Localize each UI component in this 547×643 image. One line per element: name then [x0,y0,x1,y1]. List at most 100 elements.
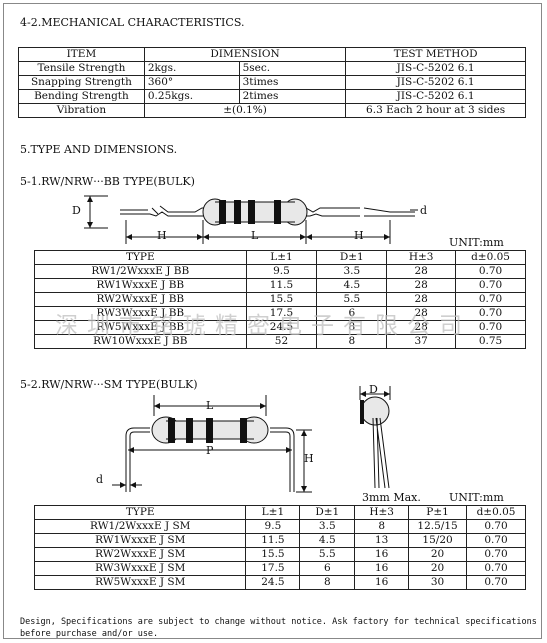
value-cell: 3.5 [316,264,388,279]
bb-unit-label: UNIT:mm [449,236,504,249]
item-cell: Snapping Strength [18,75,145,90]
value-cell: 4.5 [299,533,356,548]
value-cell: 0.70 [466,561,526,576]
value-cell: 16 [354,561,410,576]
value-cell: 15.5 [245,547,301,562]
value-cell: 12.5/15 [408,519,468,534]
method-cell: 6.3 Each 2 hour at 3 sides [345,103,526,118]
type-cell: RW5WxxxE J BB [34,320,247,335]
value-cell: 15/20 [408,533,468,548]
type-cell: RW10WxxxE J BB [34,334,247,349]
dimension-cell: ±(0.1%) [143,103,347,118]
value-cell: 11.5 [245,278,318,293]
method-cell: JIS-C-5202 6.1 [345,89,526,104]
sm-gap-label: 3mm Max. [362,491,421,504]
value-cell: 11.5 [245,533,301,548]
value-cell: 30 [408,575,468,590]
header-lead-height: H±3 [354,505,410,520]
dimension-cell: 2kgs. [143,61,240,76]
sm-label-body-length: L [206,399,214,412]
table-header-row: TYPE L±1 D±1 H±3 P±1 d±0.05 [33,505,526,520]
value-cell: 15.5 [245,292,318,307]
type-cell: RW1/2WxxxE J BB [34,264,247,279]
header-pitch: P±1 [408,505,468,520]
value-cell: 0.70 [466,547,526,562]
value-cell: 20 [408,561,468,576]
header-dimension: DIMENSION [143,47,347,62]
section-4-2-heading: 4-2.MECHANICAL CHARACTERISTICS. [20,16,245,29]
value-cell: 16 [354,547,410,562]
sm-side-view-drawing [359,386,391,489]
value-cell: 8 [299,575,356,590]
table-header-row: TYPE L±1 D±1 H±3 d±0.05 [34,250,526,265]
footer-note-line-1: Design, Specifications are subject to ch… [20,617,537,627]
value-cell: 9.5 [245,519,301,534]
header-item: ITEM [18,47,145,62]
item-cell: Bending Strength [18,89,145,104]
header-lead-diameter: d±0.05 [455,250,526,265]
header-length: L±1 [245,250,318,265]
value-cell: 3.5 [299,519,356,534]
page-frame [3,3,542,639]
value-cell: 0.70 [455,292,526,307]
item-cell: Tensile Strength [18,61,145,76]
sm-label-pitch: P [206,444,214,457]
value-cell: 0.75 [455,334,526,349]
type-cell: RW3WxxxE J BB [34,306,247,321]
method-cell: JIS-C-5202 6.1 [345,61,526,76]
value-cell: 28 [386,264,457,279]
dimension-cell: 3times [238,75,347,90]
header-type: TYPE [33,505,247,520]
header-diameter: D±1 [299,505,356,520]
type-cell: RW3WxxxE J SM [33,561,247,576]
type-cell: RW5WxxxE J SM [33,575,247,590]
table-row: Vibration ±(0.1%) 6.3 Each 2 hour at 3 s… [18,103,526,118]
sm-type-table: TYPE L±1 D±1 H±3 P±1 d±0.05 RW1/2WxxxE J… [33,505,526,590]
header-type: TYPE [34,250,247,265]
bb-label-body-length: L [251,229,259,242]
value-cell: 8 [354,519,410,534]
table-row: Tensile Strength 2kgs. 5sec. JIS-C-5202 … [18,61,526,76]
value-cell: 5.5 [299,547,356,562]
section-5-1-heading: 5-1.RW/NRW···BB TYPE(BULK) [20,175,195,188]
value-cell: 0.70 [466,575,526,590]
dimension-cell: 0.25kgs. [143,89,240,104]
type-cell: RW1/2WxxxE J SM [33,519,247,534]
section-5-2-heading: 5-2.RW/NRW···SM TYPE(BULK) [20,378,198,391]
value-cell: 4.5 [316,278,388,293]
value-cell: 28 [386,292,457,307]
value-cell: 16 [354,575,410,590]
value-cell: 0.70 [455,306,526,321]
value-cell: 28 [386,278,457,293]
value-cell: 20 [408,547,468,562]
bb-label-lead-diameter: d [420,204,428,217]
footer-note-line-2: before purchase and/or use. [20,629,159,639]
item-cell: Vibration [18,103,145,118]
bb-label-diameter: D [72,204,81,217]
type-cell: RW1WxxxE J SM [33,533,247,548]
sm-unit-label: UNIT:mm [449,491,504,504]
table-row: Snapping Strength 360° 3times JIS-C-5202… [18,75,526,90]
value-cell: 24.5 [245,575,301,590]
section-5-heading: 5.TYPE AND DIMENSIONS. [20,143,178,156]
type-cell: RW2WxxxE J SM [33,547,247,562]
type-cell: RW2WxxxE J BB [34,292,247,307]
dimension-cell: 360° [143,75,240,90]
value-cell: 24.5 [245,320,318,335]
header-lead-diameter: d±0.05 [466,505,526,520]
sm-label-lead-diameter: d [96,473,104,486]
header-lead-length: H±3 [386,250,457,265]
table-row: Bending Strength 0.25kgs. 2times JIS-C-5… [18,89,526,104]
type-cell: RW1WxxxE J BB [34,278,247,293]
value-cell: 9.5 [245,264,318,279]
